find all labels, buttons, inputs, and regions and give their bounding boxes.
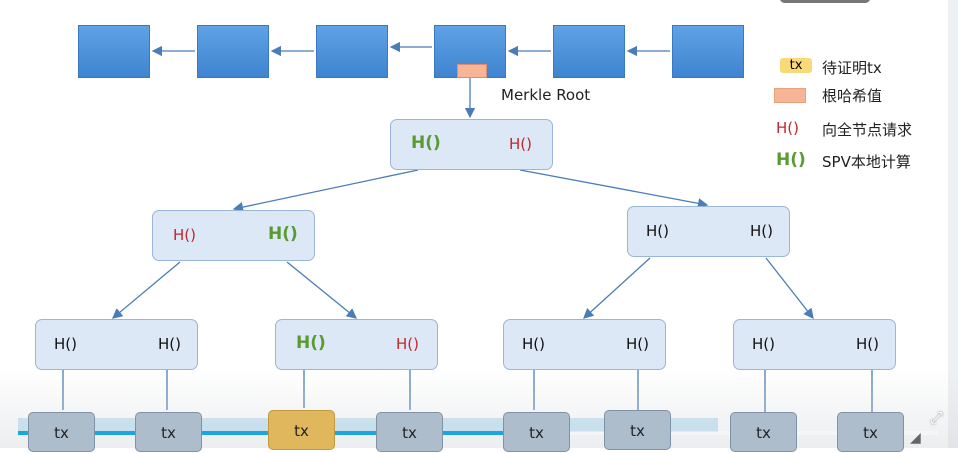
node-l2: H() H()	[503, 319, 666, 370]
tx-leaf: tx	[135, 412, 202, 452]
hash: H()	[856, 335, 879, 353]
merkle-root-swatch	[457, 64, 487, 78]
legend-red-hash: H()	[776, 119, 799, 137]
hash-requested: H()	[509, 135, 532, 153]
player-top-control[interactable]	[780, 0, 870, 3]
legend-label: 待证明tx	[822, 59, 882, 77]
hash: H()	[54, 335, 77, 353]
tx-leaf: tx	[376, 412, 443, 452]
hash-local: H()	[296, 333, 326, 353]
tx-leaf: tx	[837, 412, 904, 452]
hash: H()	[158, 335, 181, 353]
node-l2: H() H()	[733, 319, 896, 370]
tx-leaf: tx	[28, 412, 95, 452]
hash-local: H()	[411, 133, 441, 153]
hash-requested: H()	[173, 226, 196, 244]
node-l2: H() H()	[35, 319, 198, 370]
node-l2: H() H()	[275, 319, 438, 370]
legend-root-swatch	[774, 88, 806, 103]
scrollbar[interactable]	[948, 0, 958, 448]
block	[672, 25, 744, 78]
hash: H()	[646, 222, 669, 240]
node-l1-right: H() H()	[627, 206, 790, 257]
tx-leaf: tx	[604, 410, 671, 450]
hash: H()	[752, 335, 775, 353]
node-l1-left: H() H()	[152, 210, 315, 261]
hash: H()	[522, 335, 545, 353]
legend-tx-swatch: tx	[780, 58, 812, 73]
legend-label: 向全节点请求	[822, 121, 913, 139]
merkle-root-label: Merkle Root	[501, 86, 591, 104]
hash-local: H()	[268, 224, 298, 244]
block	[553, 25, 625, 78]
tx-leaf: tx	[730, 412, 797, 452]
volume-icon[interactable]: ◢	[910, 430, 921, 446]
root-node: H() H()	[390, 119, 553, 170]
tx-leaf-to-prove: tx	[268, 410, 335, 450]
tx-leaf: tx	[503, 412, 570, 452]
hash-requested: H()	[396, 335, 419, 353]
block	[78, 25, 150, 78]
hash: H()	[626, 335, 649, 353]
hash: H()	[750, 222, 773, 240]
block	[316, 25, 388, 78]
legend-label: 根哈希值	[822, 87, 883, 105]
legend-green-hash: H()	[776, 150, 806, 170]
fullscreen-icon[interactable]: ⤢	[930, 408, 943, 427]
legend-label: SPV本地计算	[822, 153, 911, 171]
block	[197, 25, 269, 78]
